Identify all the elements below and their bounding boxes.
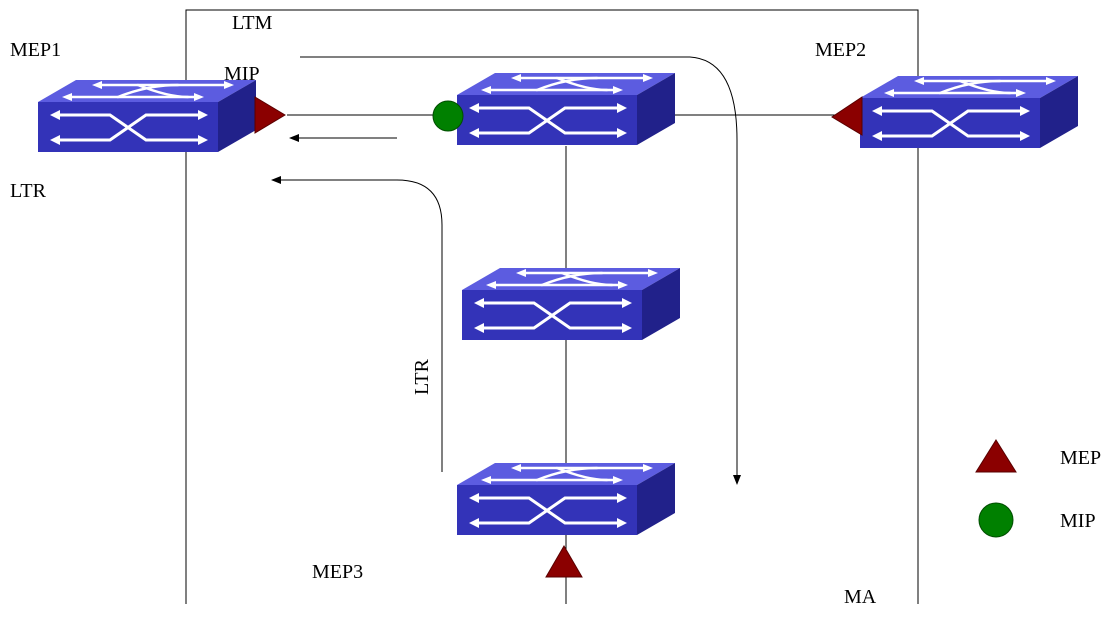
legend-mep-label: MEP — [1060, 447, 1101, 469]
ma-label: MA — [844, 586, 877, 608]
mip-label: MIP — [224, 63, 260, 85]
switch-mip-icon — [455, 71, 677, 147]
switch-mep1-icon — [36, 78, 258, 154]
mep2-label: MEP2 — [815, 39, 866, 61]
mip-marker-icon — [432, 100, 464, 132]
switch-mep3-icon — [455, 461, 677, 537]
ma-boundary — [185, 9, 919, 604]
ltr-label-vertical: LTR — [411, 358, 433, 395]
legend-mip-icon — [978, 502, 1014, 538]
switch-middle-icon — [460, 266, 682, 342]
legend-mep-icon — [975, 439, 1017, 473]
mep3-marker-icon — [545, 545, 583, 578]
mep3-label: MEP3 — [312, 561, 363, 583]
switch-mep2-icon — [858, 74, 1080, 150]
mep1-marker-icon — [254, 96, 286, 134]
ltm-arrow — [300, 56, 741, 485]
mep2-marker-icon — [831, 96, 863, 136]
ltr-arrow-from-mep3 — [271, 176, 443, 472]
mep1-label: MEP1 — [10, 39, 61, 61]
ltr-label-left: LTR — [10, 180, 47, 202]
legend-mip-label: MIP — [1060, 510, 1096, 532]
ltm-label: LTM — [232, 12, 273, 34]
